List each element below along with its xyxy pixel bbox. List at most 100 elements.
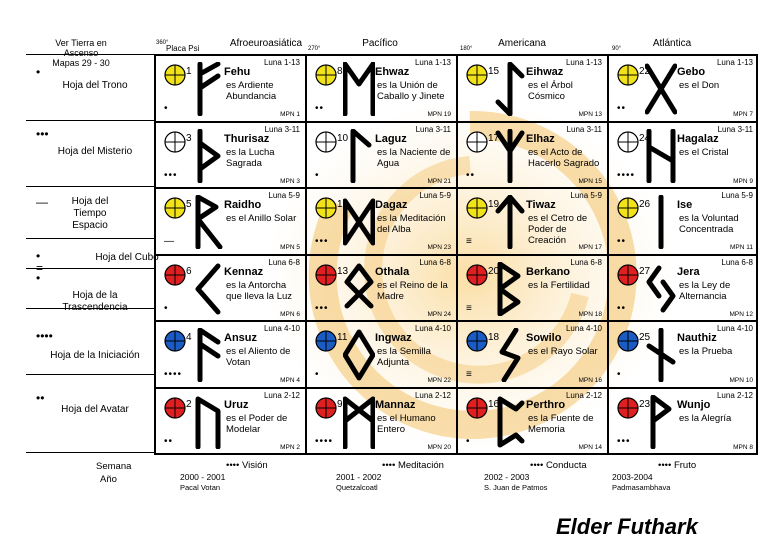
rune-name: Fehu	[224, 66, 251, 78]
rune-name: Uruz	[224, 398, 249, 411]
rune-glyph-icon	[195, 396, 221, 449]
rune-name: Ingwaz	[375, 332, 412, 344]
moon-label: Luna 4-10	[565, 324, 602, 333]
rune-glyph-icon	[343, 329, 375, 381]
cell-dots: ••••	[315, 435, 334, 447]
moon-label: Luna 4-10	[263, 324, 300, 333]
mpn-label: MPN 5	[280, 244, 300, 251]
seal-icon	[466, 64, 488, 86]
cell-dots: •	[466, 435, 471, 447]
seal-icon	[315, 396, 337, 419]
cell-dots: ••	[164, 435, 174, 447]
mpn-label: MPN 13	[578, 111, 602, 118]
rune-name: Wunjo	[677, 398, 711, 411]
zone-afroeuroasiatica: Afroeuroasiática	[229, 38, 303, 49]
mpn-label: MPN 11	[730, 244, 753, 251]
rune-name: Elhaz	[526, 132, 555, 145]
moon-label: Luna 2-12	[414, 390, 451, 400]
seal-icon	[315, 64, 337, 86]
seal-number: 17	[488, 132, 500, 144]
rune-description: es la Ley de Alternancia	[679, 279, 731, 302]
seal-icon	[466, 197, 488, 219]
grid-line	[154, 120, 758, 123]
rune-description: es la Antorcha que lleva la Luz	[226, 279, 293, 302]
mpn-label: MPN 16	[578, 377, 602, 384]
rune-description: es la Voluntad Concentrada	[679, 213, 739, 235]
seal-icon	[617, 396, 639, 419]
chart-title: Elder Futhark	[556, 514, 698, 539]
mpn-label: MPN 9	[733, 177, 753, 185]
rune-description: es el Árbol Cósmico	[528, 80, 573, 102]
rune-name: Berkano	[526, 265, 571, 278]
moon-label: Luna 4-10	[414, 324, 451, 333]
degree-180: 180°	[460, 46, 473, 52]
mpn-label: MPN 3	[280, 177, 300, 185]
seal-number: 22	[639, 66, 651, 77]
rune-name: Ansuz	[224, 332, 257, 344]
grid-line	[154, 54, 758, 56]
moon-label: Luna 5-9	[721, 191, 753, 200]
seal-icon	[164, 396, 186, 419]
degree-270: 270°	[308, 46, 321, 52]
mpn-label: MPN 15	[578, 177, 602, 185]
mpn-label: MPN 12	[729, 310, 753, 318]
zone-americana: Americana	[498, 38, 546, 49]
rune-description: es el Poder de Modelar	[226, 412, 288, 435]
seal-icon	[466, 330, 488, 352]
rune-glyph-icon	[646, 265, 676, 312]
seal-number: 16	[488, 398, 500, 410]
seal-number: 1	[186, 66, 192, 77]
rune-name: Nauthiz	[677, 332, 717, 344]
cell-dots: ••	[617, 302, 627, 314]
rune-name: Raidho	[224, 199, 262, 211]
zone-atlantica: Atlántica	[652, 38, 692, 49]
rune-description: es la Semilla Adjunta	[377, 346, 431, 368]
seal-number: 18	[488, 332, 500, 343]
footer-years: 2000 - 2001	[180, 472, 226, 482]
cell-dots: ••	[617, 103, 627, 114]
row-divider	[26, 308, 154, 309]
rune-description: es el Aliento de Votan	[226, 346, 291, 368]
grid-line	[154, 187, 758, 189]
seal-number: 13	[337, 265, 349, 277]
rune-glyph-icon	[645, 63, 677, 115]
row-divider	[26, 238, 154, 239]
degree-label: 360°	[156, 40, 169, 46]
rune-glyph-icon	[195, 263, 221, 314]
rune-description: es la Fuente de Memoria	[528, 412, 594, 435]
mpn-label: MPN 14	[578, 443, 602, 451]
mpn-label: MPN 4	[280, 377, 300, 384]
cell-dots: •	[164, 302, 169, 314]
row-dots: —	[36, 195, 48, 209]
seal-icon	[164, 130, 186, 153]
zone-pacifico: Pacífico	[362, 38, 398, 49]
rune-name: Hagalaz	[677, 132, 719, 145]
grid-line	[154, 386, 758, 389]
seal-number: 25	[639, 332, 651, 343]
row-label: Hoja del Avatar	[61, 404, 129, 415]
seal-icon	[315, 330, 337, 352]
seal-icon	[164, 263, 186, 286]
rune-glyph-icon	[497, 261, 521, 316]
mpn-label: MPN 20	[427, 443, 451, 451]
rune-glyph-icon	[646, 128, 676, 183]
rune-glyph-icon	[343, 62, 375, 116]
cell-dots: •••	[164, 169, 178, 181]
rune-glyph-icon	[197, 328, 221, 382]
moon-label: Luna 1-13	[263, 58, 300, 67]
row-divider	[26, 374, 154, 375]
seal-number: 26	[639, 199, 651, 210]
mpn-label: MPN 10	[729, 377, 753, 384]
row-dots: ••	[36, 391, 45, 405]
seal-icon	[466, 396, 488, 419]
